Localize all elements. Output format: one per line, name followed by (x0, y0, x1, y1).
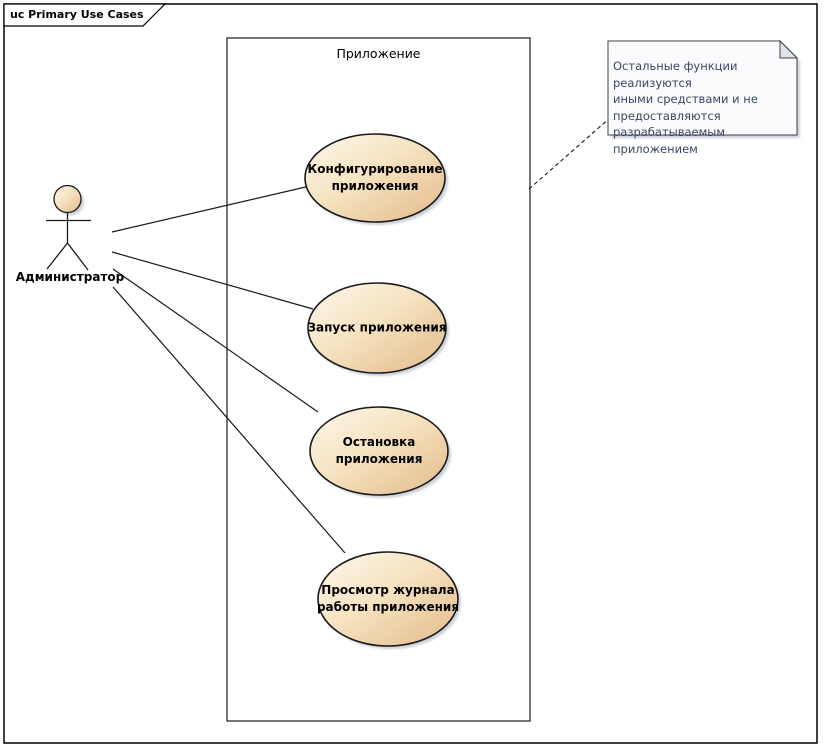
actor-head (53, 184, 82, 214)
actor-label: Администратор (15, 270, 125, 284)
association-line-stop[interactable] (112, 268, 319, 413)
actor-body (46, 212, 91, 271)
actor-administrator[interactable] (46, 184, 91, 271)
use-case-label-stop: Остановка приложения (335, 435, 423, 466)
note-text: Остальные функции реализуются иными сред… (613, 59, 758, 156)
associations (111, 185, 346, 554)
use-case-ellipse-configure[interactable] (304, 133, 446, 223)
system-boundary-label: Приложение (336, 46, 421, 61)
note-fold-icon (779, 39, 799, 59)
association-line-log[interactable] (112, 286, 346, 554)
use-case-label-start: Запуск приложения (307, 320, 447, 335)
frame-tab (3, 3, 167, 27)
use-case-ellipse-log[interactable] (317, 551, 459, 647)
use-cases (304, 133, 459, 647)
association-line-configure[interactable] (111, 185, 311, 233)
use-case-label-configure: Конфигурирование приложения (307, 162, 443, 193)
use-case-label-log: Просмотр журнала работы приложения (316, 583, 460, 614)
use-case-ellipse-stop[interactable] (309, 406, 449, 496)
note[interactable] (607, 40, 798, 136)
frame-title: uc Primary Use Cases (10, 8, 144, 21)
association-line-start[interactable] (111, 251, 314, 310)
use-case-ellipse-start[interactable] (307, 282, 447, 374)
